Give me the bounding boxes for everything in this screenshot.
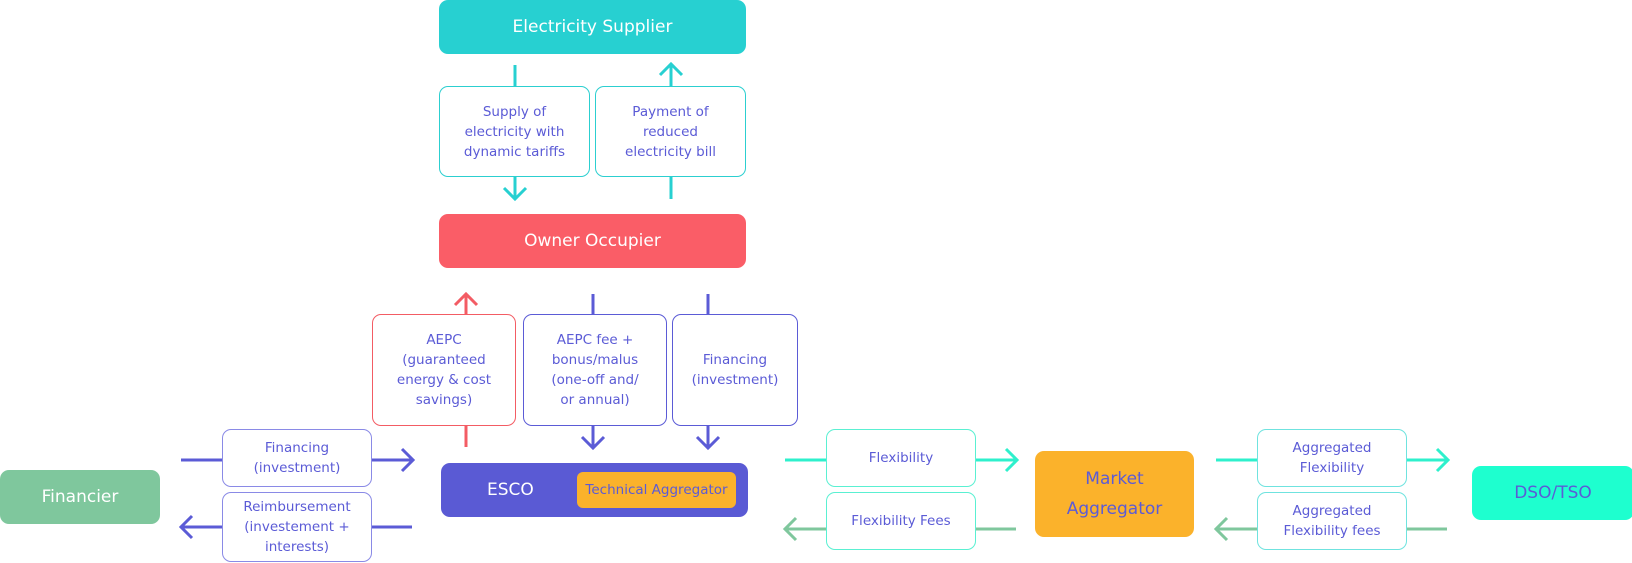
- flow-aepc-fee: AEPC fee + bonus/malus (one-off and/ or …: [523, 314, 667, 426]
- flow-financing-financier: Financing (investment): [222, 429, 372, 487]
- node-label: DSO/TSO: [1514, 483, 1592, 503]
- node-owner-occupier[interactable]: Owner Occupier: [439, 214, 746, 268]
- flow-supply-electricity: Supply of electricity with dynamic tarif…: [439, 86, 590, 177]
- arrowhead-up-icon: [658, 61, 684, 77]
- flow-payment-bill: Payment of reduced electricity bill: [595, 86, 746, 177]
- node-technical-aggregator[interactable]: Technical Aggregator: [577, 472, 736, 508]
- arrowhead-left-icon: [782, 516, 798, 542]
- arrowhead-down-icon: [695, 435, 721, 451]
- flow-aggregated-flexibility: Aggregated Flexibility: [1257, 429, 1407, 487]
- flow-reimbursement: Reimbursement (investement + interests): [222, 492, 372, 562]
- arrowhead-left-icon: [1213, 516, 1229, 542]
- node-label: Owner Occupier: [524, 231, 661, 251]
- node-label: ESCO: [487, 480, 534, 500]
- arrowhead-up-icon: [453, 291, 479, 307]
- node-dso-tso[interactable]: DSO/TSO: [1472, 466, 1632, 520]
- arrowhead-right-icon: [1435, 447, 1451, 473]
- node-electricity-supplier[interactable]: Electricity Supplier: [439, 0, 746, 54]
- arrowhead-left-icon: [178, 514, 194, 540]
- node-financier[interactable]: Financier: [0, 470, 160, 524]
- arrowhead-down-icon: [502, 186, 528, 202]
- node-market-aggregator[interactable]: Market Aggregator: [1035, 451, 1194, 537]
- node-label: Electricity Supplier: [512, 17, 673, 37]
- node-label: Financier: [41, 487, 119, 507]
- flow-aepc: AEPC (guaranteed energy & cost savings): [372, 314, 516, 426]
- arrowhead-down-icon: [580, 435, 606, 451]
- node-label: Technical Aggregator: [585, 482, 728, 498]
- flow-flexibility: Flexibility: [826, 429, 976, 487]
- arrowhead-right-icon: [400, 447, 416, 473]
- node-esco[interactable]: ESCO Technical Aggregator: [441, 463, 748, 517]
- node-label: Market Aggregator: [1066, 469, 1163, 519]
- flow-financing-owner: Financing (investment): [672, 314, 798, 426]
- flow-aggregated-flexibility-fees: Aggregated Flexibility fees: [1257, 492, 1407, 550]
- flow-flexibility-fees: Flexibility Fees: [826, 492, 976, 550]
- arrowhead-right-icon: [1004, 447, 1020, 473]
